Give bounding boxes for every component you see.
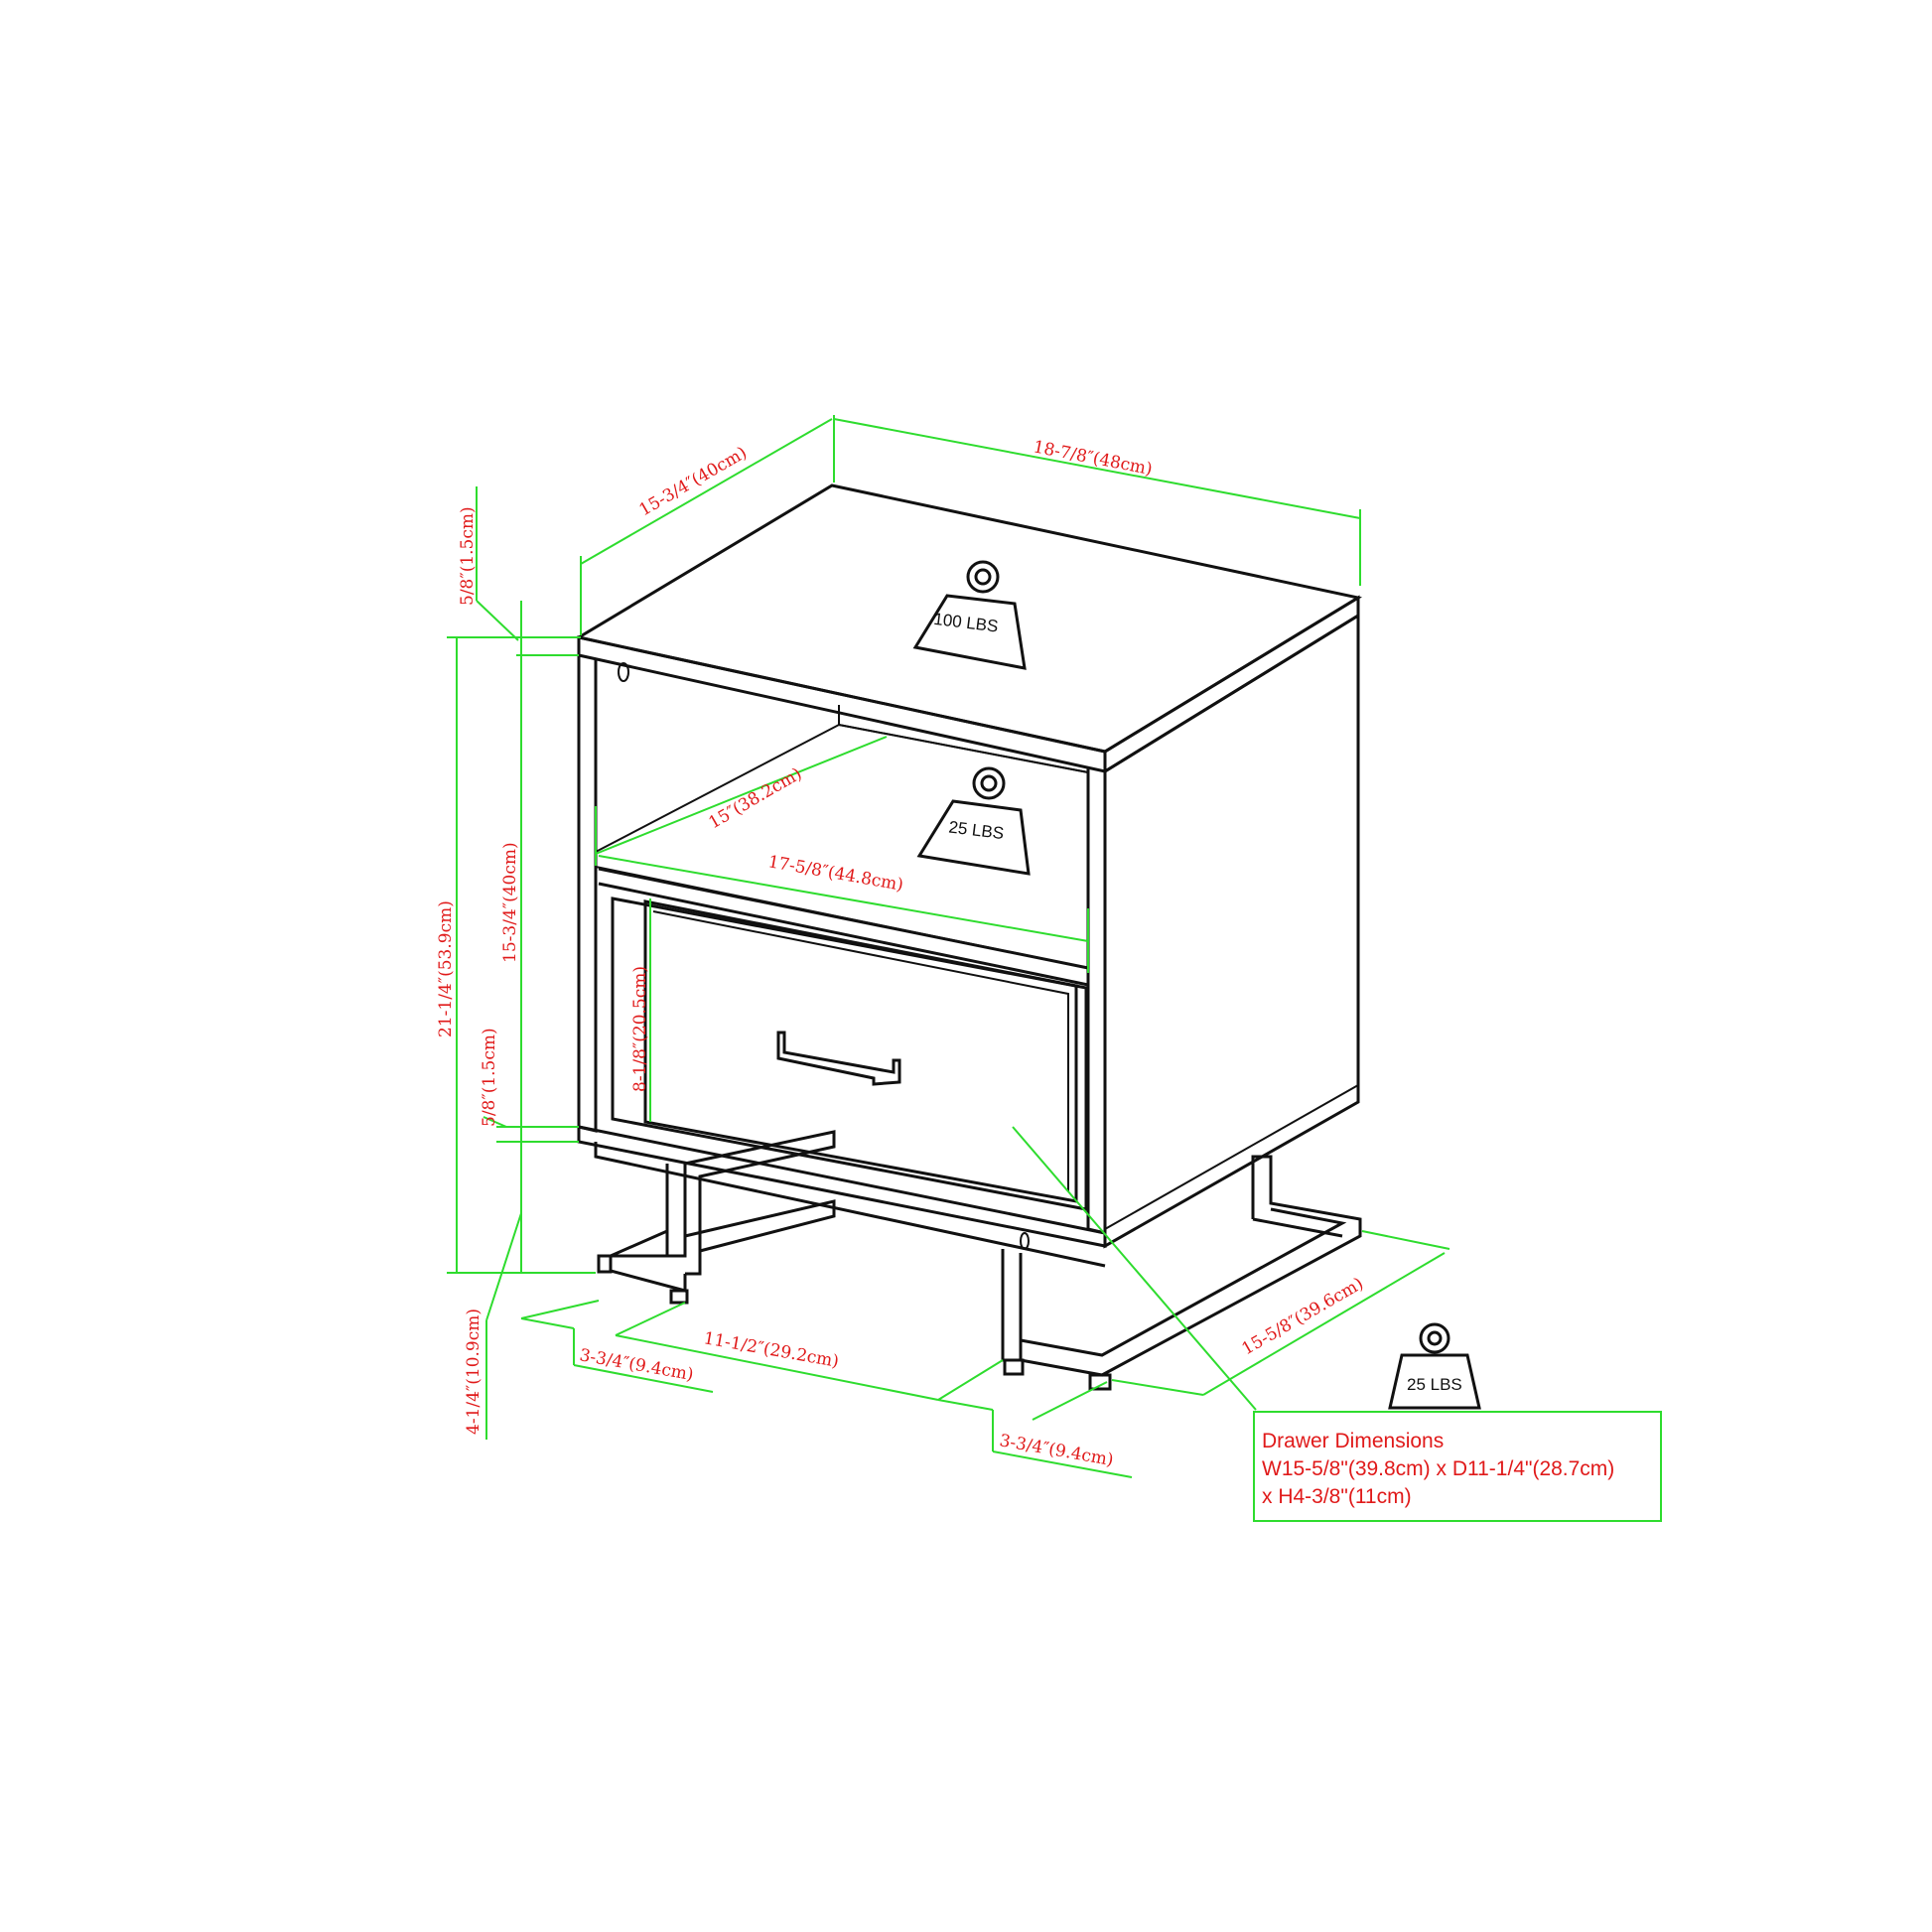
drawer-handle [776,1031,901,1086]
front-right-post [1086,767,1106,1235]
drawer-dimensions-line1: W15-5/8"(39.8cm) x D11-1/4"(28.7cm) [1262,1457,1614,1480]
side-bottom-edge [1104,1084,1359,1230]
right-leg [1001,1155,1362,1391]
shelf-front-edge [598,867,1090,987]
tabletop-side-edge [1103,595,1360,774]
weight-icon [1388,1322,1481,1410]
label-leg-front-right: 3-3/4″(9.4cm) [998,1431,1115,1470]
weight-icon [912,560,1027,670]
bottom-frame [594,1142,1106,1268]
nightstand-outline [574,483,1363,1391]
front-left-post [577,655,598,1133]
weight-drawer-label: 25 LBS [1407,1375,1462,1394]
weight-drawer: 25 LBS [1388,1322,1481,1410]
label-top-thickness: 5/8″(1.5cm) [458,506,478,606]
dimension-lines [447,415,1450,1478]
drawer-front-inset [652,910,1069,1191]
weight-top: 100 LBS [912,560,1027,670]
drawer-dimensions-frame [1253,1411,1662,1522]
drawer-dimensions-box: Drawer Dimensions W15-5/8"(39.8cm) x D11… [1253,1411,1662,1522]
tabletop-front-edge [577,635,1107,773]
label-base-depth: 15-5/8″(39.6cm) [1239,1274,1367,1359]
drawer-dimensions-line2: x H4-3/8"(11cm) [1262,1485,1412,1508]
shelf-pin-hole [618,662,629,682]
bottom-rail [577,1125,1107,1248]
drawer-dimensions-title: Drawer Dimensions [1262,1430,1444,1452]
right-side-panel [1103,613,1360,1249]
label-cabinet-height: 15-3/4″(40cm) [500,842,520,963]
label-overall-width: 18-7/8″(48cm) [1032,437,1154,480]
label-shelf-depth: 15″(38.2cm) [706,764,806,834]
label-bottom-thickness: 5/8″(1.5cm) [480,1028,499,1127]
weight-shelf: 25 LBS [916,766,1031,876]
weight-icon [916,766,1031,876]
label-leg-span: 11-1/2″(29.2cm) [702,1328,840,1372]
label-overall-height: 21-1/4″(53.9cm) [436,900,456,1037]
label-leg-height: 4-1/4″(10.9cm) [464,1309,483,1435]
label-drawer-height: 8-1/8″(20.5cm) [630,966,650,1092]
label-overall-depth: 15-3/4″(40cm) [636,443,751,520]
label-leg-front-left: 3-3/4″(9.4cm) [578,1345,695,1385]
left-leg [597,1130,836,1305]
